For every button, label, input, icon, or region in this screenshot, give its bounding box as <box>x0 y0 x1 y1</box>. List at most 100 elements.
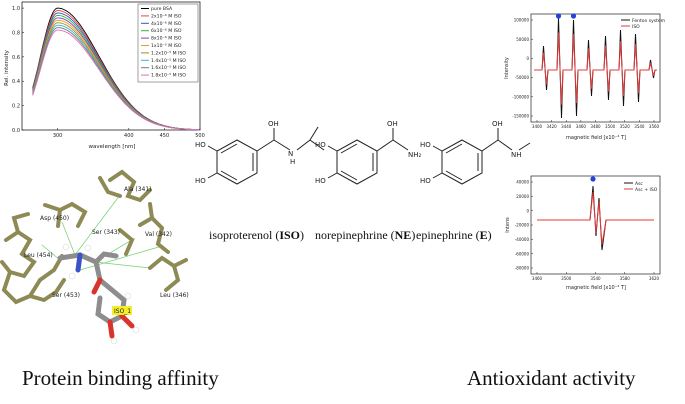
ligand-hydrogen-5 <box>110 337 118 345</box>
epr-top-x-axis-label: magnetic field [x10⁻⁴ T] <box>566 135 626 141</box>
epr-x-tick-label: 3440 <box>561 124 572 129</box>
epr-x-tick-label: 3460 <box>532 276 543 281</box>
e-atom-oh: OH <box>492 120 503 128</box>
ligand-hydrogen-3 <box>68 272 76 280</box>
ligand-hydrogen-1 <box>62 243 70 251</box>
epr-x-tick-label: 3460 <box>576 124 587 129</box>
iso-bond-chain-4 <box>309 139 325 151</box>
epr-y-tick-label: -50000 <box>515 75 530 80</box>
residue-sticks <box>0 169 188 305</box>
stick-asp450 <box>43 201 88 228</box>
interaction-line-leu454 <box>41 244 61 261</box>
stick-leu454-c <box>0 260 42 305</box>
fluorescence-y-ticks: 0.00.20.40.60.81.0 <box>12 6 24 134</box>
residue-label-ser453: Ser (453) <box>52 292 80 299</box>
molecule-name-ne: norepinephrine (NE) <box>315 228 415 242</box>
epr-y-tick-label: -40000 <box>515 237 530 242</box>
e-ring-double-1 <box>445 143 463 154</box>
epr-y-tick-label: -100000 <box>512 94 529 99</box>
epr-y-tick-label: 40000 <box>516 180 529 185</box>
fluorescence-x-tick-label: 400 <box>124 133 134 139</box>
stick-leu454-b <box>11 212 30 234</box>
iso-benzene-ring <box>216 139 258 185</box>
structure-norepinephrine <box>327 128 409 185</box>
ligand-oxygen-1 <box>91 277 103 295</box>
epr-y-tick-label: -60000 <box>515 251 530 256</box>
e-bond-methyl <box>518 142 531 151</box>
epr-y-tick-label: 20000 <box>516 194 529 199</box>
epr-top-marker-2 <box>570 13 577 19</box>
epr-top-legend: Fenton system ISO <box>621 18 665 30</box>
stick-val342 <box>138 215 170 254</box>
residue-label-asp450: Asp (450) <box>40 215 69 222</box>
epr-bottom-y-axis-label: Intens <box>505 217 511 233</box>
epr-x-tick-label: 3580 <box>620 276 631 281</box>
e-bond-ho-bottom <box>432 172 443 179</box>
fluorescence-legend-entry: pure BSA <box>151 6 173 12</box>
iso-atom-ho-top: HO <box>195 141 206 149</box>
fluorescence-x-tick-label: 300 <box>53 133 63 139</box>
fluorescence-x-tick-label: 500 <box>195 133 205 139</box>
fluorescence-y-tick-label: 0.0 <box>12 128 20 134</box>
fluorescence-y-tick-label: 1.0 <box>12 6 20 12</box>
protein-binding-model: Ala (341) Asp (450) Ser (343) Val (342) … <box>0 169 189 345</box>
e-atom-nh: NH <box>511 151 522 159</box>
fluorescence-legend-entry: 1.2x10⁻⁵ M ISO <box>151 50 186 56</box>
fluorescence-y-tick-label: 0.2 <box>12 104 20 110</box>
fluorescence-legend-entry: 1.6x10⁻⁵ M ISO <box>151 65 186 71</box>
ne-bond-ho-top <box>327 145 338 152</box>
epr-x-tick-label: 3420 <box>547 124 558 129</box>
e-bond-chain-2 <box>497 139 513 151</box>
residue-label-ser343: Ser (343) <box>92 229 120 236</box>
caption-protein-binding: Protein binding affinity <box>22 366 219 390</box>
fluorescence-plot-frame <box>21 1 201 131</box>
iso-bond-ho-bottom <box>207 172 218 179</box>
iso-bond-chain-5 <box>309 126 319 141</box>
stick-leu346 <box>148 255 181 292</box>
iso-bond-chain-2 <box>273 139 291 151</box>
ligand-oxygen-3 <box>107 319 115 339</box>
fluorescence-legend-entry: 1x10⁻⁵ M ISO <box>151 43 182 49</box>
epr-top-marker-1 <box>555 13 562 19</box>
epr-x-tick-label: 3500 <box>605 124 616 129</box>
fluorescence-series-line <box>32 29 200 131</box>
epr-bottom-legend-asc-iso: Asc + ISO <box>635 187 658 193</box>
iso-atom-labels: HO HO OH N H <box>195 120 295 185</box>
fluorescence-legend-entry: 4x10⁻⁶ M ISO <box>151 21 182 27</box>
iso-atom-oh: OH <box>268 120 279 128</box>
epr-x-tick-label: 3480 <box>590 124 601 129</box>
ne-ring-double-2 <box>340 170 358 181</box>
ne-atom-ho-top: HO <box>315 141 326 149</box>
epr-bottom-series-asc-iso <box>537 192 654 245</box>
iso-atom-ho-bottom: HO <box>195 177 206 185</box>
residue-label-leu346: Leu (346) <box>160 292 189 299</box>
ne-bond-chain-2 <box>392 139 409 151</box>
e-atom-ho-bottom: HO <box>420 177 431 185</box>
stick-ala341-b <box>98 176 122 198</box>
fluorescence-legend-entry: 8x10⁻⁶ M ISO <box>151 36 182 42</box>
ne-atom-nh2: NH₂ <box>408 151 422 159</box>
epr-y-tick-label: -20000 <box>515 223 530 228</box>
epr-bottom-x-axis-label: magnetic field [x10⁻⁴ T] <box>566 285 626 291</box>
ne-bond-chain-1 <box>376 139 394 152</box>
epr-x-tick-label: 3620 <box>649 276 660 281</box>
e-bond-chain-1 <box>481 139 499 152</box>
interaction-line-val342 <box>79 245 163 271</box>
ne-ring-double-1 <box>340 143 358 154</box>
fluorescence-y-tick-label: 0.6 <box>12 55 20 61</box>
fluorescence-legend-entry: 1.4x10⁻⁵ M ISO <box>151 58 186 64</box>
epr-bottom-marker <box>590 176 596 182</box>
structure-isoproterenol <box>207 126 325 185</box>
epr-y-tick-label: 50000 <box>516 37 529 42</box>
iso-bond-ho-top <box>207 145 218 152</box>
e-atom-labels: HO HO OH NH <box>420 120 522 185</box>
epr-top-y-axis-label: Intensity <box>504 57 510 79</box>
epr-y-tick-label: -80000 <box>515 266 530 271</box>
